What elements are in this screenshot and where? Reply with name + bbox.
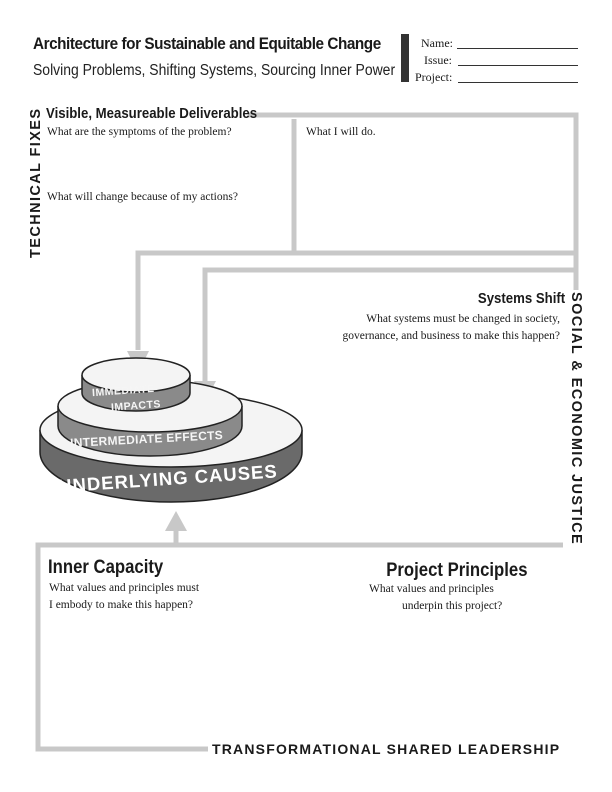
will-do-question: What I will do. xyxy=(306,126,376,138)
page-title: Architecture for Sustainable and Equitab… xyxy=(33,34,381,53)
project-principles-heading: Project Principles xyxy=(386,560,528,581)
social-justice-label: SOCIAL & ECONOMIC JUSTICE xyxy=(568,292,584,546)
shared-leadership-label: TRANSFORMATIONAL SHARED LEADERSHIP xyxy=(210,741,563,757)
header-divider xyxy=(401,34,409,82)
name-field[interactable] xyxy=(457,37,578,49)
systems-question-line1: What systems must be changed in society, xyxy=(366,313,560,325)
issue-label: Issue: xyxy=(424,53,452,67)
principles-question-line2: underpin this project? xyxy=(402,600,503,612)
systems-question-line2: governance, and business to make this ha… xyxy=(342,330,560,342)
systems-connector-line xyxy=(202,253,579,382)
issue-field[interactable] xyxy=(458,54,578,66)
technical-fixes-label: TECHNICAL FIXES xyxy=(28,107,44,258)
principles-question-line1: What values and principles xyxy=(369,583,494,595)
name-label: Name: xyxy=(421,36,453,50)
cake-illustration xyxy=(39,357,303,503)
symptoms-question: What are the symptoms of the problem? xyxy=(47,126,232,138)
systems-shift-heading: Systems Shift xyxy=(477,290,565,307)
change-question: What will change because of my actions? xyxy=(47,191,238,203)
project-field[interactable] xyxy=(458,71,578,83)
inner-capacity-heading: Inner Capacity xyxy=(48,557,164,578)
arrow-up xyxy=(165,511,187,531)
inner-question-line2: I embody to make this happen? xyxy=(49,599,194,611)
inner-question-line1: What values and principles must xyxy=(49,582,200,594)
deliverables-heading: Visible, Measureable Deliverables xyxy=(46,105,258,122)
page-subtitle: Solving Problems, Shifting Systems, Sour… xyxy=(33,62,396,79)
bottom-left-line xyxy=(35,542,208,752)
project-label: Project: xyxy=(415,70,453,84)
